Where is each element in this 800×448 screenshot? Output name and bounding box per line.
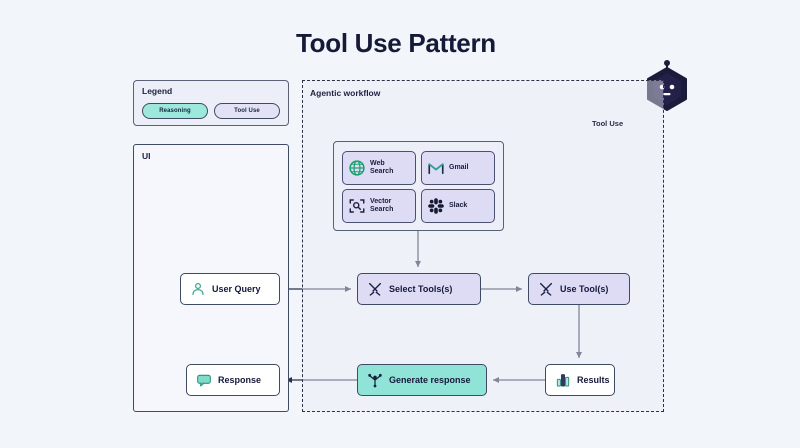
node-user-query[interactable]: User Query bbox=[180, 273, 280, 305]
bar-chart-icon bbox=[556, 374, 570, 387]
tool-card-gmail[interactable]: Gmail bbox=[421, 151, 495, 185]
tool-card-slack[interactable]: Slack bbox=[421, 189, 495, 223]
gmail-icon bbox=[428, 163, 444, 175]
tool-use-group-label: Tool Use bbox=[592, 119, 624, 128]
node-graph-icon bbox=[368, 373, 382, 388]
node-response[interactable]: Response bbox=[186, 364, 280, 396]
agentic-workflow-label: Agentic workflow bbox=[310, 88, 381, 98]
agentic-workflow-region bbox=[302, 80, 664, 412]
globe-icon bbox=[349, 160, 365, 176]
slack-icon bbox=[428, 198, 444, 214]
node-select-tools[interactable]: Select Tools(s) bbox=[357, 273, 481, 305]
node-results[interactable]: Results bbox=[545, 364, 615, 396]
legend-item-reasoning: Reasoning bbox=[142, 103, 208, 119]
node-label-generate-response: Generate response bbox=[389, 375, 471, 385]
node-generate-response[interactable]: Generate response bbox=[357, 364, 487, 396]
agent-bot-hexagon-icon bbox=[647, 60, 687, 111]
node-label-user-query: User Query bbox=[212, 284, 261, 294]
node-label-response: Response bbox=[218, 375, 262, 385]
node-use-tools[interactable]: Use Tool(s) bbox=[528, 273, 630, 305]
vector-search-icon bbox=[349, 199, 365, 213]
chat-icon bbox=[197, 374, 211, 387]
node-label-select-tools: Select Tools(s) bbox=[389, 284, 453, 294]
ui-panel-label: UI bbox=[142, 151, 151, 161]
legend-panel: Legend Reasoning Tool Use bbox=[133, 80, 289, 126]
legend-title: Legend bbox=[142, 86, 173, 96]
tool-label-gmail: Gmail bbox=[449, 163, 469, 171]
user-icon bbox=[192, 282, 204, 295]
page-title: Tool Use Pattern bbox=[296, 28, 496, 58]
legend-item-tool-use: Tool Use bbox=[214, 103, 280, 119]
tool-label-slack: Slack bbox=[449, 201, 468, 209]
node-label-results: Results bbox=[577, 375, 610, 385]
tools-icon bbox=[368, 282, 382, 296]
tools-icon bbox=[539, 282, 553, 296]
node-label-use-tools: Use Tool(s) bbox=[560, 284, 609, 294]
